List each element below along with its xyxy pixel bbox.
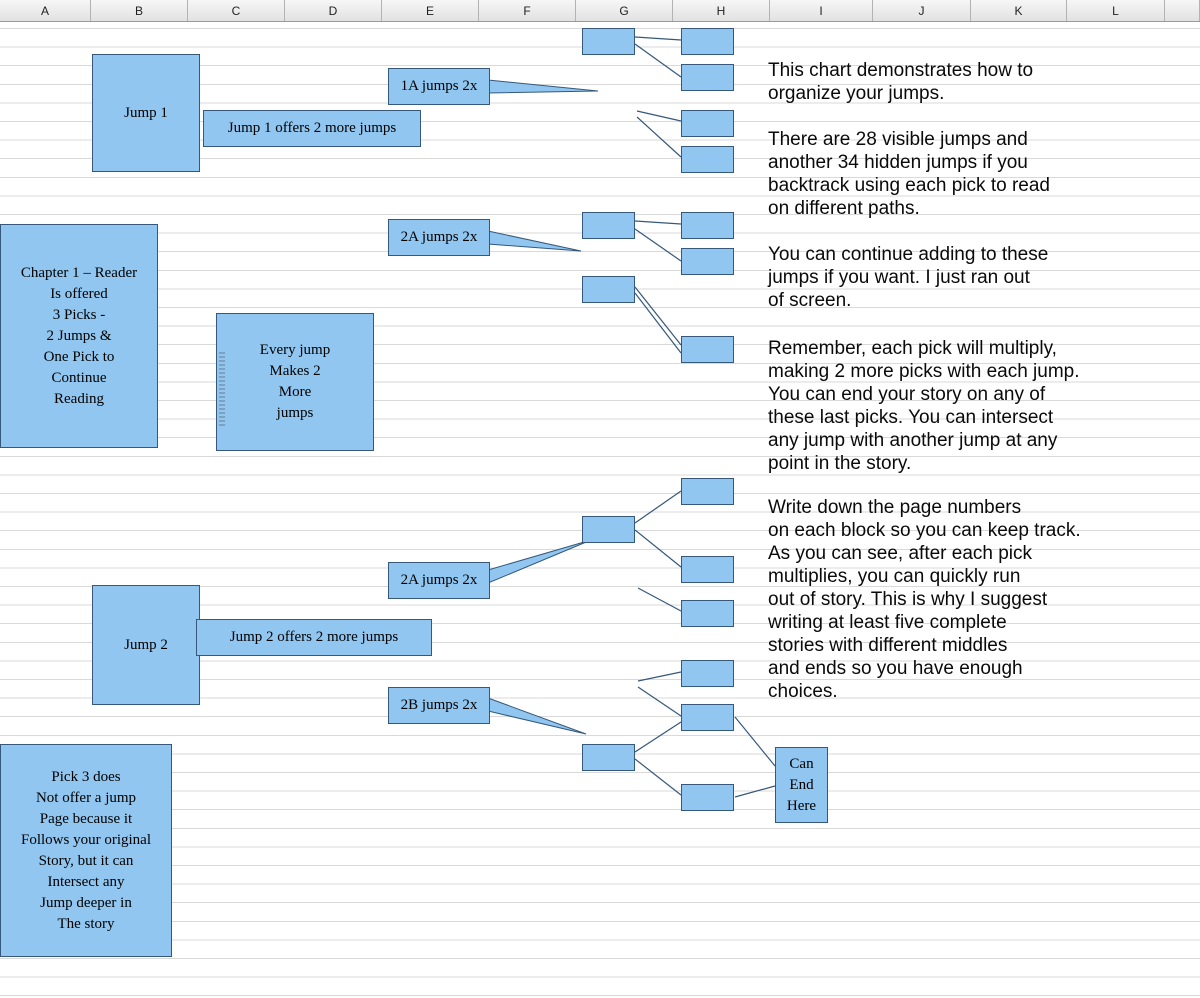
can-end-here-box[interactable]: Can End Here — [775, 747, 828, 823]
jump1-offers-box[interactable]: Jump 1 offers 2 more jumps — [203, 110, 421, 147]
connector-line — [634, 529, 682, 568]
instruction-paragraph-5: Write down the page numbers on each bloc… — [768, 497, 1081, 702]
connector-line — [634, 758, 682, 796]
connector-line — [637, 671, 682, 682]
jump-page-cell[interactable] — [582, 28, 635, 55]
jump-page-cell[interactable] — [681, 556, 734, 583]
jump-page-cell[interactable] — [582, 276, 635, 303]
connector-line — [634, 721, 682, 753]
jump-page-cell[interactable] — [681, 600, 734, 627]
callout-2a-lower[interactable]: 2A jumps 2x — [388, 562, 490, 599]
column-header-h[interactable]: H — [673, 0, 770, 21]
connector-line — [636, 110, 682, 122]
column-header-c[interactable]: C — [188, 0, 285, 21]
column-header-k[interactable]: K — [971, 0, 1067, 21]
jump1-box[interactable]: Jump 1 — [92, 54, 200, 172]
connector-line — [634, 36, 682, 41]
callout-2b[interactable]: 2B jumps 2x — [388, 687, 490, 724]
chapter1-box[interactable]: Chapter 1 – Reader Is offered 3 Picks - … — [0, 224, 158, 448]
jump-page-cell[interactable] — [681, 660, 734, 687]
column-header-j[interactable]: J — [873, 0, 971, 21]
connector-line — [637, 686, 682, 717]
jump-page-cell[interactable] — [582, 744, 635, 771]
jump-page-cell[interactable] — [681, 64, 734, 91]
connector-line — [634, 220, 682, 225]
jump-page-cell[interactable] — [681, 146, 734, 173]
connector-line — [637, 587, 682, 612]
pick3-box[interactable]: Pick 3 does Not offer a jump Page becaus… — [0, 744, 172, 957]
tiny-vertical-text — [219, 352, 225, 428]
jump-page-cell[interactable] — [681, 110, 734, 137]
jump-page-cell[interactable] — [582, 212, 635, 239]
callout-2a-upper-pointer — [487, 230, 582, 252]
callout-2a-lower-pointer — [487, 539, 592, 584]
jump2-offers-box[interactable]: Jump 2 offers 2 more jumps — [196, 619, 432, 656]
column-header-l[interactable]: L — [1067, 0, 1165, 21]
jump-page-cell[interactable] — [681, 28, 734, 55]
column-header-g[interactable]: G — [576, 0, 673, 21]
connector-line — [634, 286, 682, 346]
callout-1a-pointer — [487, 79, 599, 94]
column-header-b[interactable]: B — [91, 0, 188, 21]
column-header-a[interactable]: A — [0, 0, 91, 21]
jump-page-cell[interactable] — [681, 336, 734, 363]
jump-page-cell[interactable] — [681, 704, 734, 731]
jump-page-cell[interactable] — [681, 784, 734, 811]
jump-page-cell[interactable] — [681, 212, 734, 239]
every-jump-box[interactable]: Every jump Makes 2 More jumps — [216, 313, 374, 451]
connector-line — [634, 228, 682, 262]
connector-line — [634, 43, 682, 78]
callout-2a-upper[interactable]: 2A jumps 2x — [388, 219, 490, 256]
instruction-paragraph-1: This chart demonstrates how to organize … — [768, 60, 1034, 104]
column-header-f[interactable]: F — [479, 0, 576, 21]
connector-line — [636, 116, 682, 158]
instruction-paragraph-4: Remember, each pick will multiply, makin… — [768, 338, 1080, 474]
connector-line — [734, 785, 776, 798]
sheet-cells-area[interactable] — [0, 28, 1200, 998]
column-header-e[interactable]: E — [382, 0, 479, 21]
instruction-paragraph-3: You can continue adding to these jumps i… — [768, 244, 1049, 311]
callout-1a[interactable]: 1A jumps 2x — [388, 68, 490, 105]
callout-2b-pointer — [487, 697, 587, 735]
connector-line — [634, 490, 682, 524]
connector-line — [634, 292, 682, 354]
connector-line — [734, 716, 776, 767]
jump-page-cell[interactable] — [582, 516, 635, 543]
column-header-d[interactable]: D — [285, 0, 382, 21]
instruction-paragraph-2: There are 28 visible jumps and another 3… — [768, 129, 1050, 219]
jump-page-cell[interactable] — [681, 248, 734, 275]
jump2-box[interactable]: Jump 2 — [92, 585, 200, 705]
jump-page-cell[interactable] — [681, 478, 734, 505]
column-header-i[interactable]: I — [770, 0, 873, 21]
